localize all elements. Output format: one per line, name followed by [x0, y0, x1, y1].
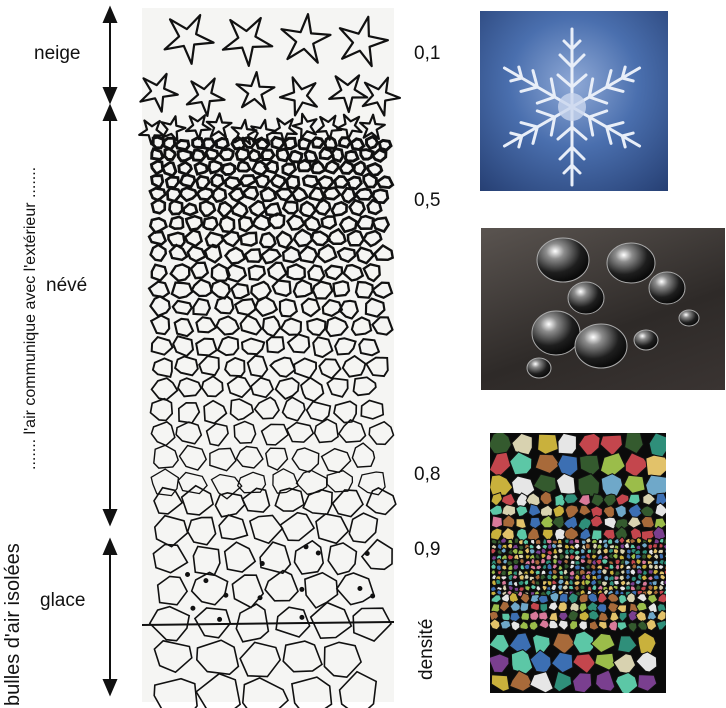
density-value-2: 0,5: [414, 190, 441, 211]
zone-label-neve: névé: [46, 275, 88, 296]
neige-arrow: [102, 5, 118, 105]
neve-arrow: [102, 103, 118, 527]
zone-label-neige: neige: [34, 43, 81, 64]
glace-arrow: [102, 537, 118, 697]
density-label: densité: [416, 618, 437, 680]
zone-label-glace: glace: [40, 590, 86, 611]
density-value-1: 0,1: [414, 43, 441, 64]
ice-polarized-photo: [490, 433, 666, 693]
isolated-bubbles-label: bulles d'air isolées: [2, 543, 24, 706]
firn-grains-photo: [481, 228, 725, 390]
density-value-3: 0,8: [414, 464, 441, 485]
snowflake-photo: [480, 11, 668, 191]
air-communicates-label: ....... l'air communique avec l'extérieu…: [22, 166, 39, 470]
density-value-4: 0,9: [414, 539, 441, 560]
